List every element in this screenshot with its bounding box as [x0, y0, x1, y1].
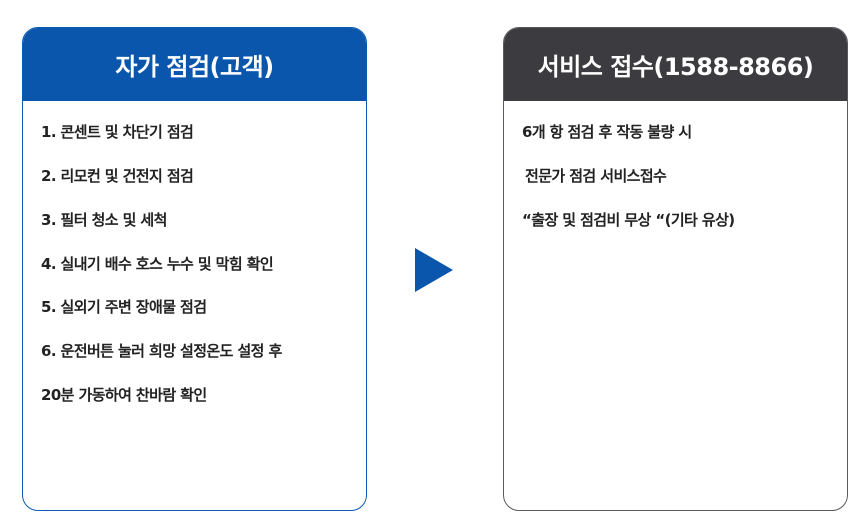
- service-title: 서비스 접수(1588-8866): [504, 28, 847, 101]
- list-item: 6. 운전버튼 눌러 희망 설정온도 설정 후: [41, 342, 282, 360]
- self-check-panel: 자가 점검(고객) 1. 콘센트 및 차단기 점검 2. 리모컨 및 건전지 점…: [22, 27, 367, 511]
- list-item: 전문가 점검 서비스접수: [525, 167, 667, 185]
- list-item: 2. 리모컨 및 건전지 점검: [41, 167, 194, 185]
- list-item: 4. 실내기 배수 호스 누수 및 막힘 확인: [41, 255, 274, 273]
- list-item: 3. 필터 청소 및 세척: [41, 211, 167, 229]
- service-panel: 서비스 접수(1588-8866) 6개 항 점검 후 작동 불량 시 전문가 …: [503, 27, 848, 511]
- self-check-title: 자가 점검(고객): [23, 28, 366, 101]
- list-item: 6개 항 점검 후 작동 불량 시: [522, 123, 692, 141]
- play-triangle-icon: [415, 248, 453, 292]
- list-item: “출장 및 점검비 무상 “(기타 유상): [522, 211, 735, 229]
- list-item: 5. 실외기 주변 장애물 점검: [41, 298, 207, 316]
- list-item: 1. 콘센트 및 차단기 점검: [41, 123, 194, 141]
- list-item: 20분 가동하여 찬바람 확인: [41, 386, 207, 404]
